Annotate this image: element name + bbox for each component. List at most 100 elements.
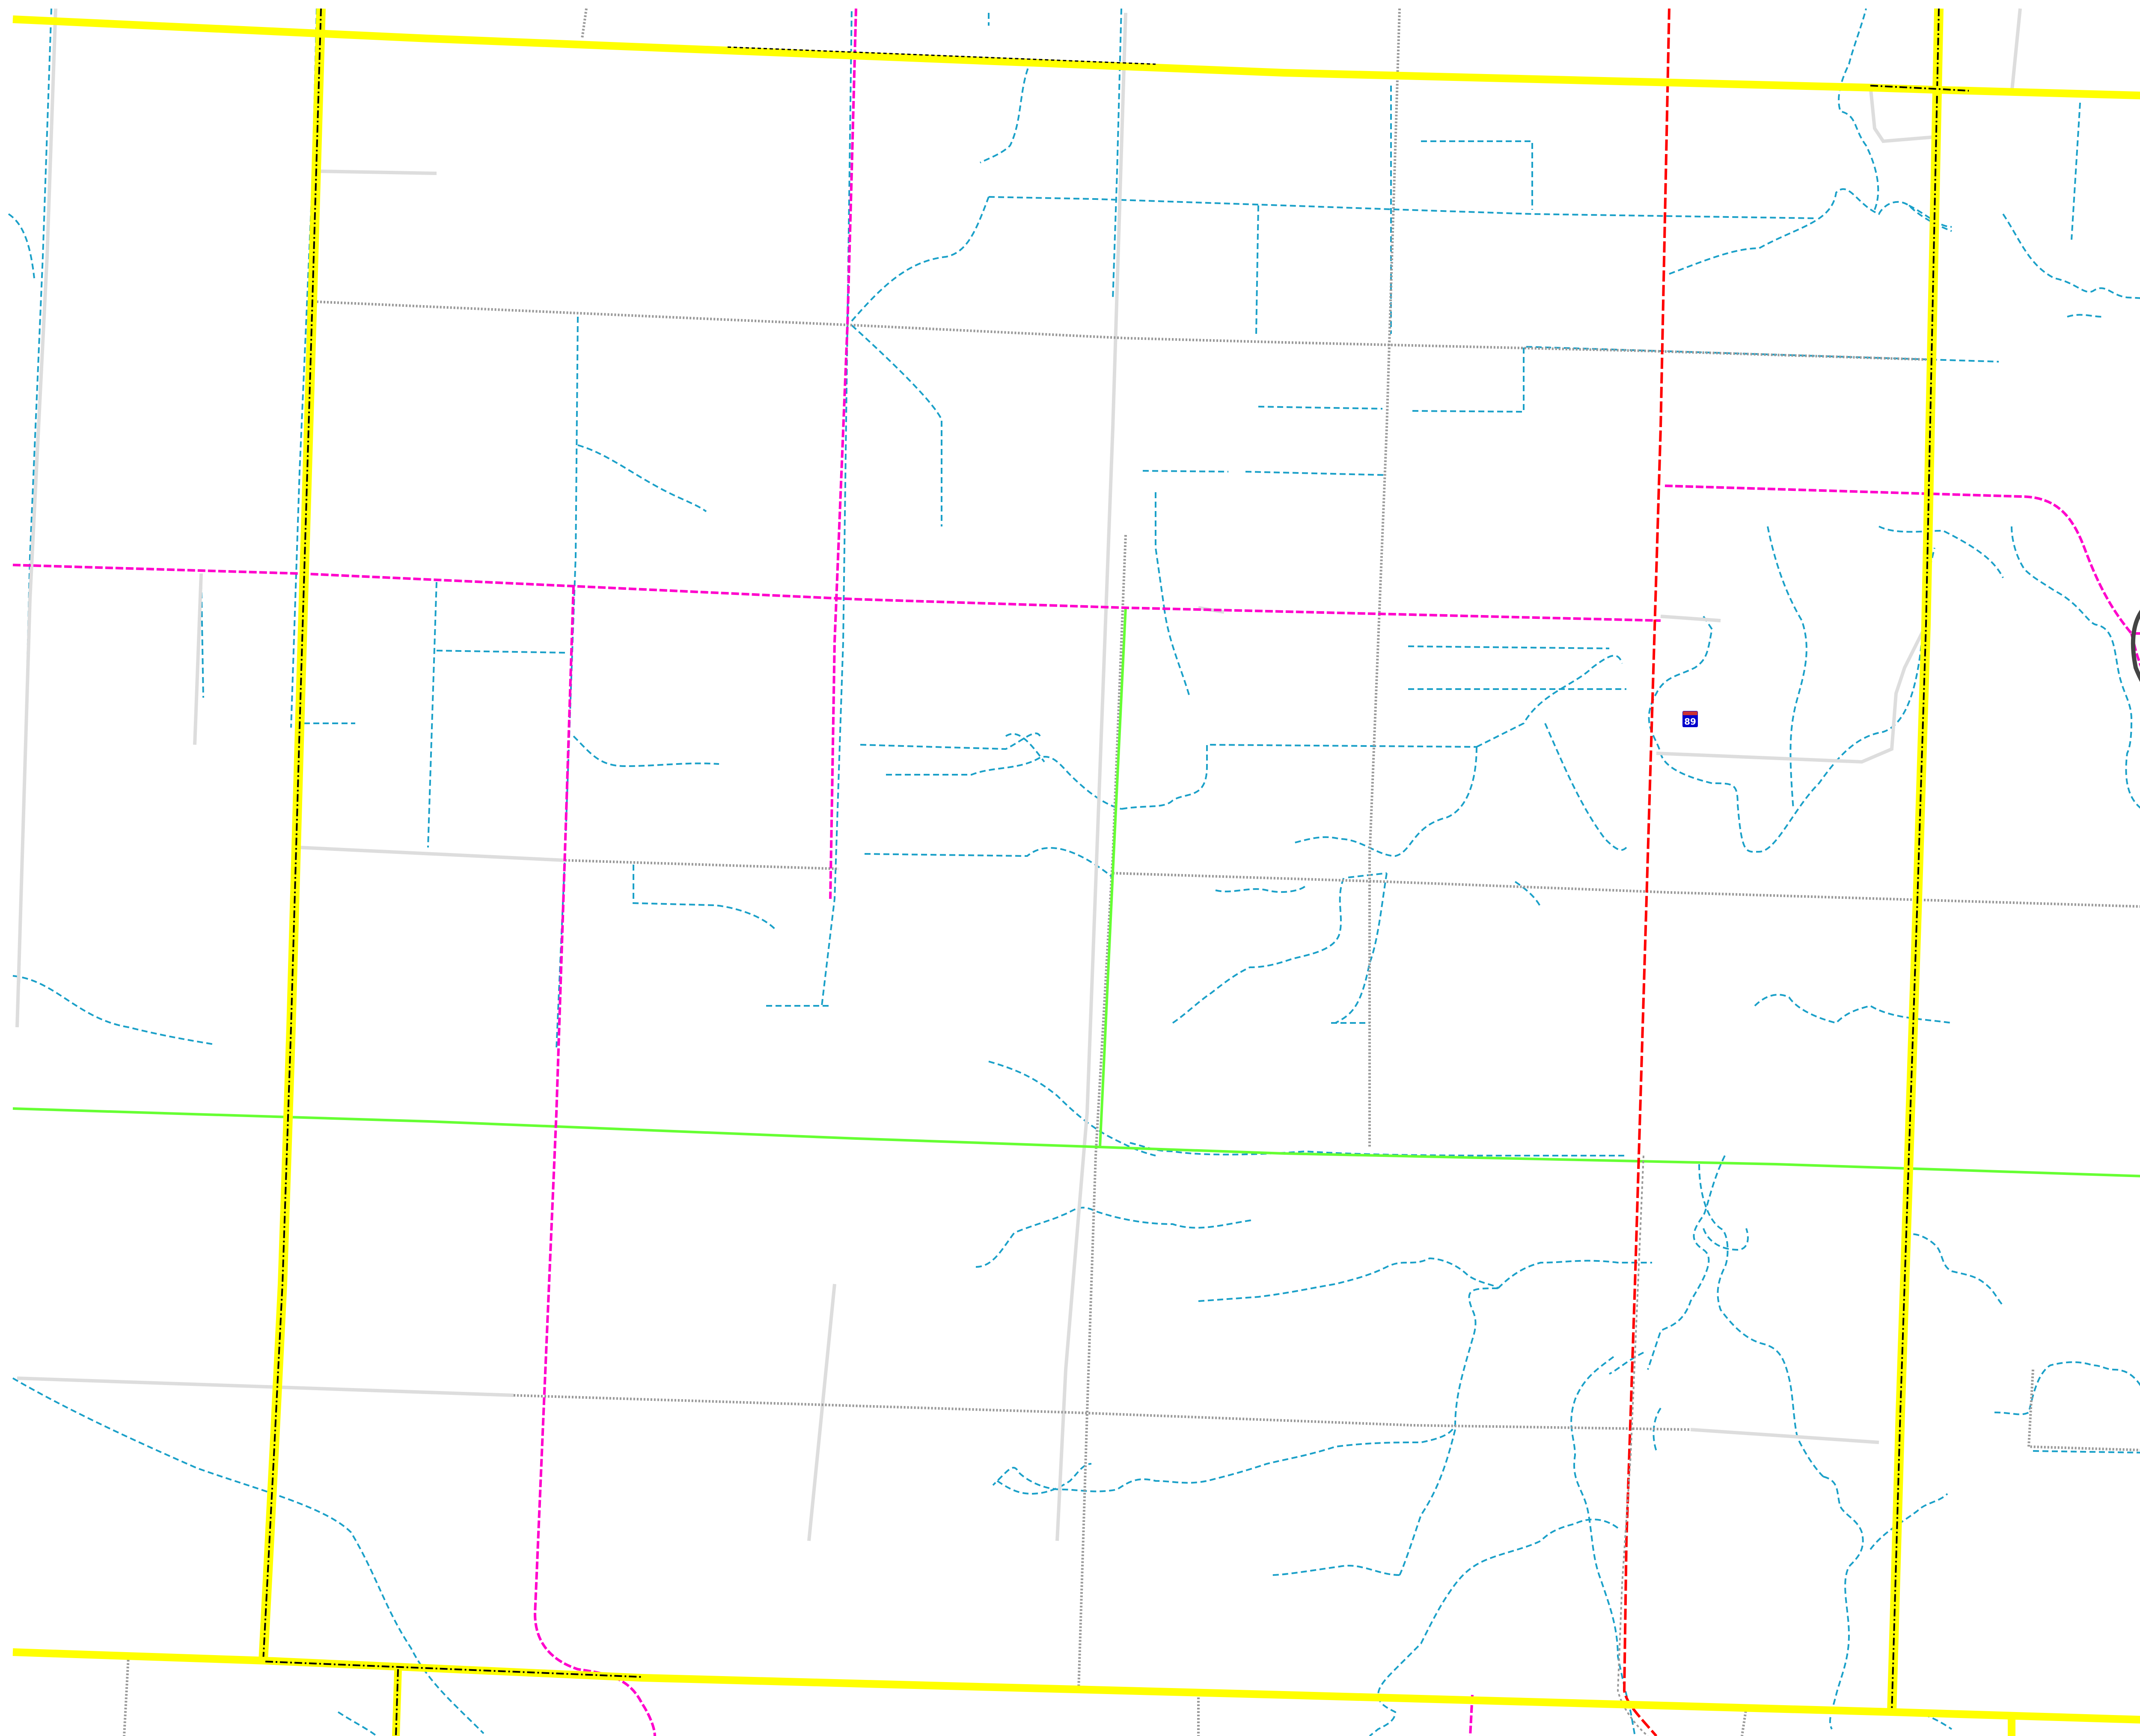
stream: [1335, 873, 1388, 1024]
stream: [1142, 470, 1229, 473]
stream: [766, 8, 853, 1007]
stream: [1271, 1564, 1400, 1576]
interchange-ramp: [2131, 609, 2140, 682]
pink-route: [829, 8, 857, 899]
local-road: [1368, 8, 1401, 1147]
stream: [975, 1207, 1254, 1268]
stream: [1823, 1476, 1864, 1730]
stream: [1497, 1260, 1652, 1289]
green-route: [1099, 607, 1127, 1147]
minor-roads-layer: [15, 8, 2022, 1541]
stream: [1255, 205, 1259, 334]
highway-centerline: [1891, 8, 1940, 1712]
stream: [851, 196, 990, 322]
local-roads-layer: [123, 8, 2140, 1736]
highways-layer: [12, 8, 2140, 1736]
local-road: [565, 859, 839, 870]
stream: [1870, 1493, 1948, 1550]
local-road: [581, 8, 588, 39]
stream: [1754, 994, 1952, 1024]
minor-road: [1660, 615, 1721, 622]
stream: [2002, 213, 2140, 299]
shield-top: [1683, 711, 1697, 715]
stream: [1669, 188, 1952, 275]
stream: [1112, 8, 1122, 300]
local-road: [513, 1394, 1691, 1431]
stream: [886, 756, 1122, 810]
pink-route: [1664, 485, 2140, 635]
stream: [1163, 607, 1191, 698]
stream: [1005, 733, 1045, 763]
stream: [864, 847, 1114, 878]
stream: [1767, 526, 1807, 809]
stream: [1544, 723, 1627, 851]
stream: [996, 1463, 1092, 1495]
stream: [1408, 645, 1610, 649]
stream: [1476, 655, 1623, 748]
highway-centerline: [1870, 85, 1969, 92]
streams-layer: [8, 8, 2140, 1736]
minor-road: [807, 1284, 836, 1541]
green-route: [12, 1107, 2140, 1177]
interstate-line: [1617, 1155, 1649, 1736]
minor-road: [316, 169, 437, 175]
interstate-shield-icon[interactable]: 89: [1682, 710, 1699, 728]
stream: [18, 8, 52, 985]
stream: [2011, 526, 2140, 809]
local-road: [1112, 872, 2140, 908]
stream: [1609, 1352, 1644, 1375]
minor-road: [1656, 624, 1928, 764]
stream: [1155, 492, 1165, 608]
stream: [1878, 526, 2004, 578]
minor-road: [1198, 606, 1225, 614]
stream: [2067, 314, 2102, 318]
stream: [851, 324, 942, 526]
stream: [860, 732, 1041, 750]
pink-route: [12, 564, 1661, 622]
stream: [1369, 1519, 1619, 1736]
stream: [1258, 406, 1383, 410]
stream: [1348, 872, 1387, 878]
stream: [337, 1711, 377, 1736]
local-road: [123, 1656, 130, 1736]
stream: [1514, 881, 1542, 908]
stream: [12, 975, 214, 1045]
minor-road: [1690, 1428, 1879, 1444]
stream: [8, 213, 35, 279]
minor-road: [15, 8, 57, 1028]
minor-road: [299, 846, 565, 862]
minor-road: [1055, 12, 1127, 1541]
highway-centerline: [727, 46, 1156, 65]
local-road: [1077, 535, 1127, 1691]
stream: [1215, 885, 1306, 893]
stream: [980, 59, 1032, 163]
minor-road: [17, 1376, 514, 1397]
highway-centerline: [262, 8, 322, 1661]
stream: [436, 650, 565, 654]
stream: [988, 196, 1815, 219]
stream: [1399, 1429, 1456, 1575]
stream: [1121, 743, 1477, 810]
stream: [1292, 746, 1477, 857]
minor-road: [1869, 85, 1935, 143]
stream: [1703, 1228, 1749, 1251]
shield-label: 89: [1684, 716, 1696, 727]
stream: [1648, 547, 1935, 853]
highway-centerline: [265, 1661, 642, 1678]
stream: [988, 1061, 1156, 1156]
highway-casing: [12, 1648, 2140, 1724]
stream: [577, 444, 707, 512]
minor-road: [193, 573, 203, 745]
stream: [2033, 1450, 2140, 1454]
stream: [2071, 102, 2081, 240]
stream: [573, 735, 719, 767]
stream: [1412, 345, 1999, 413]
stream: [1172, 877, 1345, 1024]
highway-centerline: [395, 1669, 399, 1736]
stream: [1570, 1356, 1636, 1736]
stream: [1245, 471, 1387, 476]
stream: [427, 582, 437, 848]
stream: [1698, 1164, 1824, 1477]
